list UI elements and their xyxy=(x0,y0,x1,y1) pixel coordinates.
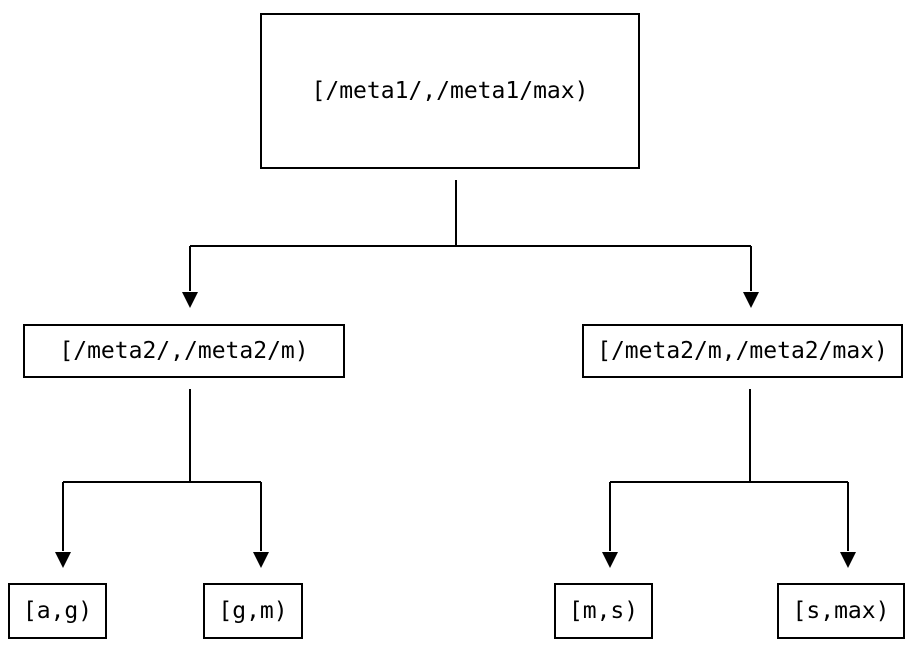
arrowhead-leaf-smax-icon xyxy=(840,552,856,568)
node-leaf-ms-label: [m,s) xyxy=(568,597,639,624)
node-mid-right-label: [/meta2/m,/meta2/max) xyxy=(597,337,888,364)
node-leaf-gm: [g,m) xyxy=(203,583,303,639)
edge-mid-left-to-children xyxy=(55,389,269,568)
node-root: [/meta1/,/meta1/max) xyxy=(260,13,640,169)
edge-mid-right-to-children xyxy=(602,389,856,568)
arrowhead-leaf-ms-icon xyxy=(602,552,618,568)
node-leaf-ag-label: [a,g) xyxy=(22,597,93,624)
edge-root-to-children xyxy=(182,180,759,308)
node-root-label: [/meta1/,/meta1/max) xyxy=(311,77,589,104)
arrowhead-mid-right-icon xyxy=(743,292,759,308)
node-mid-right: [/meta2/m,/meta2/max) xyxy=(582,324,903,378)
node-mid-left-label: [/meta2/,/meta2/m) xyxy=(59,337,309,364)
node-leaf-smax: [s,max) xyxy=(777,583,905,639)
node-leaf-ag: [a,g) xyxy=(8,583,107,639)
node-leaf-ms: [m,s) xyxy=(554,583,653,639)
node-leaf-smax-label: [s,max) xyxy=(792,597,890,624)
arrowhead-leaf-ag-icon xyxy=(55,552,71,568)
arrowhead-leaf-gm-icon xyxy=(253,552,269,568)
node-leaf-gm-label: [g,m) xyxy=(218,597,288,624)
arrowhead-mid-left-icon xyxy=(182,292,198,308)
node-mid-left: [/meta2/,/meta2/m) xyxy=(23,324,345,378)
